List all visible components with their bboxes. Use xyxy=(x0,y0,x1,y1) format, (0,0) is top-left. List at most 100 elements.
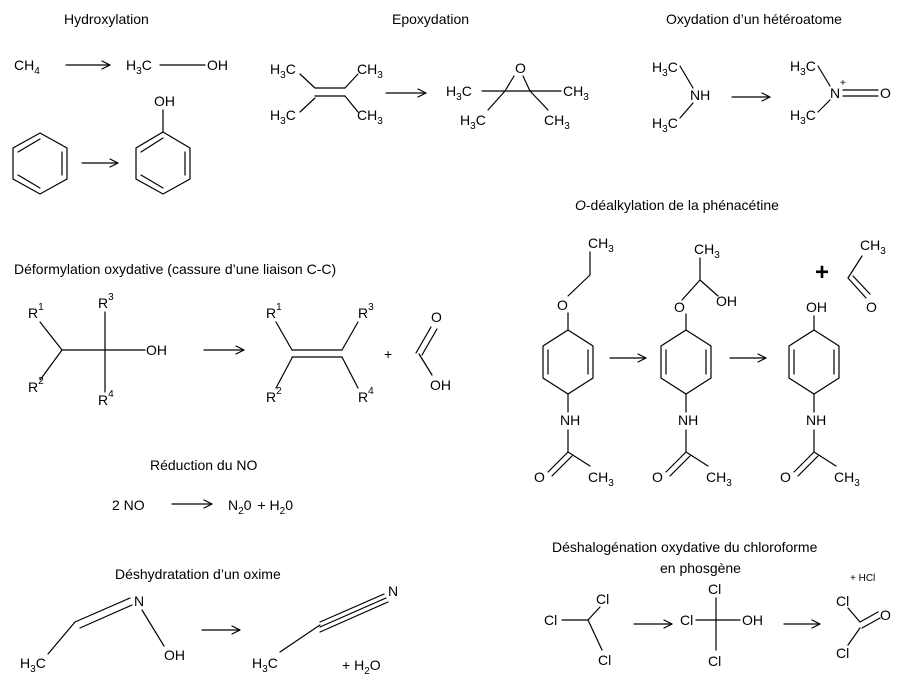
phenacetin-carbonyl-o: O xyxy=(534,469,545,485)
paracetamol-carbonyl-o: O xyxy=(780,469,791,485)
phenacetin: CH3 O NH O CH3 xyxy=(534,235,647,489)
title-o-dealkylation-o: O xyxy=(575,197,586,213)
nitrile-h3c: H3C xyxy=(252,655,278,675)
trichloromethanol-cl-bottom: Cl xyxy=(708,653,721,669)
phosgene-cl-bottom: Cl xyxy=(836,645,849,661)
deformylation-products: R1 R2 R3 R4 + O OH xyxy=(266,302,451,405)
title-deformylation: Déformylation oxydative (cassure d’une l… xyxy=(14,261,336,277)
alkene-r1: R1 xyxy=(266,302,282,321)
epoxide-o: O xyxy=(515,60,526,76)
oxime: H3C N OH xyxy=(20,593,241,675)
title-no-reduction: Réduction du NO xyxy=(150,457,258,473)
amine-h3c-bottom: H3C xyxy=(652,115,678,135)
acetaldehyde: CH3 O xyxy=(847,237,886,315)
title-o-dealkylation: O-déalkylation de la phénacétine xyxy=(575,197,779,213)
benzene-ring xyxy=(12,132,68,195)
hemiacetal-o: O xyxy=(674,299,685,315)
noxide-o: O xyxy=(880,85,891,101)
hemiacetal-acetyl-ch3: CH3 xyxy=(706,469,732,489)
noxide-n: N xyxy=(830,85,840,101)
trichloromethanol-cl-left: Cl xyxy=(680,612,693,628)
reactant-r2: R2 xyxy=(28,376,44,395)
water-product: + H2O xyxy=(342,657,381,677)
hemiacetal-intermediate: CH3 OH O NH O CH3 xyxy=(652,241,767,489)
nitrile: H3C N + H2O xyxy=(252,583,398,677)
oxime-n: N xyxy=(134,593,144,609)
alkene-h3c-top: H3C xyxy=(270,61,296,81)
title-heteroatom-oxidation: Oxydation d’un hétéroatome xyxy=(666,11,842,27)
alkene-r4: R4 xyxy=(358,386,374,405)
title-dehalogenation-line2: en phosgène xyxy=(660,560,741,576)
phenacetin-ring xyxy=(542,329,594,395)
phenol-oh: OH xyxy=(154,93,175,109)
acetaldehyde-ch3: CH3 xyxy=(860,237,886,257)
trichloromethanol: Cl Cl Cl OH xyxy=(680,581,821,669)
phosgene: + HCl Cl Cl O xyxy=(836,573,891,661)
noxide-h3c-bottom: H3C xyxy=(790,107,816,127)
reactant-r4: R4 xyxy=(98,389,114,408)
paracetamol-product: + OH NH O CH3 xyxy=(780,259,860,489)
formic-oh: OH xyxy=(430,377,451,393)
no-products: N20+ H20 xyxy=(228,497,293,517)
chloroform-cl-top: Cl xyxy=(596,591,609,607)
phosgene-o: O xyxy=(880,607,891,623)
amine-nh: NH xyxy=(690,87,710,103)
alkene-h3c-bottom: H3C xyxy=(270,107,296,127)
phenacetin-o: O xyxy=(557,297,568,313)
reactant-oh: OH xyxy=(146,342,167,358)
methanol-oh: OH xyxy=(207,57,228,73)
hemiacetal-carbonyl-o: O xyxy=(652,469,663,485)
trichloromethanol-cl-top: Cl xyxy=(708,581,721,597)
amine-h3c-top: H3C xyxy=(652,59,678,79)
epoxide-h3c-bottom: H3C xyxy=(460,112,486,132)
phenacetin-ch3: CH3 xyxy=(588,235,614,255)
ch4-c: CH4 xyxy=(14,57,40,77)
hemiacetal-oh: OH xyxy=(716,293,737,309)
oxime-oh: OH xyxy=(164,647,185,663)
hcl-byproduct: + HCl xyxy=(850,573,875,584)
dealkylation-plus: + xyxy=(815,259,829,286)
epoxide: O H3C CH3 H3C CH3 xyxy=(446,60,589,132)
noxide-charge: + xyxy=(840,78,846,89)
dimethylamine: H3C H3C NH xyxy=(652,59,771,135)
chloroform: Cl Cl Cl xyxy=(544,591,673,668)
hemiacetal-nh: NH xyxy=(678,412,698,428)
formic-o: O xyxy=(431,309,442,325)
paracetamol-oh: OH xyxy=(806,299,827,315)
acetaldehyde-o: O xyxy=(866,299,877,315)
reactant-r1: R1 xyxy=(28,302,44,321)
epoxide-h3c-left: H3C xyxy=(446,83,472,103)
title-oxime-dehydration: Déshydratation d’un oxime xyxy=(115,566,281,582)
trichloromethanol-oh: OH xyxy=(742,612,763,628)
paracetamol-ring xyxy=(788,329,840,395)
paracetamol-nh: NH xyxy=(806,412,826,428)
hydroxylation-methane: CH4 H3C OH xyxy=(14,57,228,77)
nitrile-n: N xyxy=(388,583,398,599)
methanol-h3c: H3C xyxy=(126,57,152,77)
alkene-ch3-bottom: CH3 xyxy=(357,107,383,127)
chloroform-cl-left: Cl xyxy=(544,612,557,628)
hemiacetal-ch3: CH3 xyxy=(694,241,720,261)
no-reduction: 2 NO N20+ H20 xyxy=(112,497,293,517)
oxime-h3c: H3C xyxy=(20,655,46,675)
title-o-dealkylation-rest: -déalkylation de la phénacétine xyxy=(586,197,779,213)
title-epoxidation: Epoxydation xyxy=(392,11,469,27)
chloroform-cl-bottom: Cl xyxy=(598,652,611,668)
hemiacetal-ring xyxy=(660,329,712,395)
epoxide-ch3-bottom: CH3 xyxy=(544,112,570,132)
phenol-ring xyxy=(135,131,191,195)
amine-n-oxide: H3C H3C N + O xyxy=(790,58,891,127)
deformylation-plus: + xyxy=(384,346,392,362)
epoxidation-alkene: H3C H3C CH3 CH3 xyxy=(270,61,427,127)
alkene-r2: R2 xyxy=(266,386,282,405)
hydroxylation-benzene: OH xyxy=(12,93,191,195)
no-reactant: 2 NO xyxy=(112,497,145,513)
phenacetin-acetyl-ch3: CH3 xyxy=(588,469,614,489)
alkene-r3: R3 xyxy=(358,302,374,321)
reactant-r3: R3 xyxy=(98,292,114,311)
phosgene-cl-top: Cl xyxy=(836,593,849,609)
title-dehalogenation-line1: Déshalogénation oxydative du chloroforme xyxy=(552,539,818,555)
paracetamol-acetyl-ch3: CH3 xyxy=(834,469,860,489)
epoxide-ch3-right: CH3 xyxy=(563,83,589,103)
